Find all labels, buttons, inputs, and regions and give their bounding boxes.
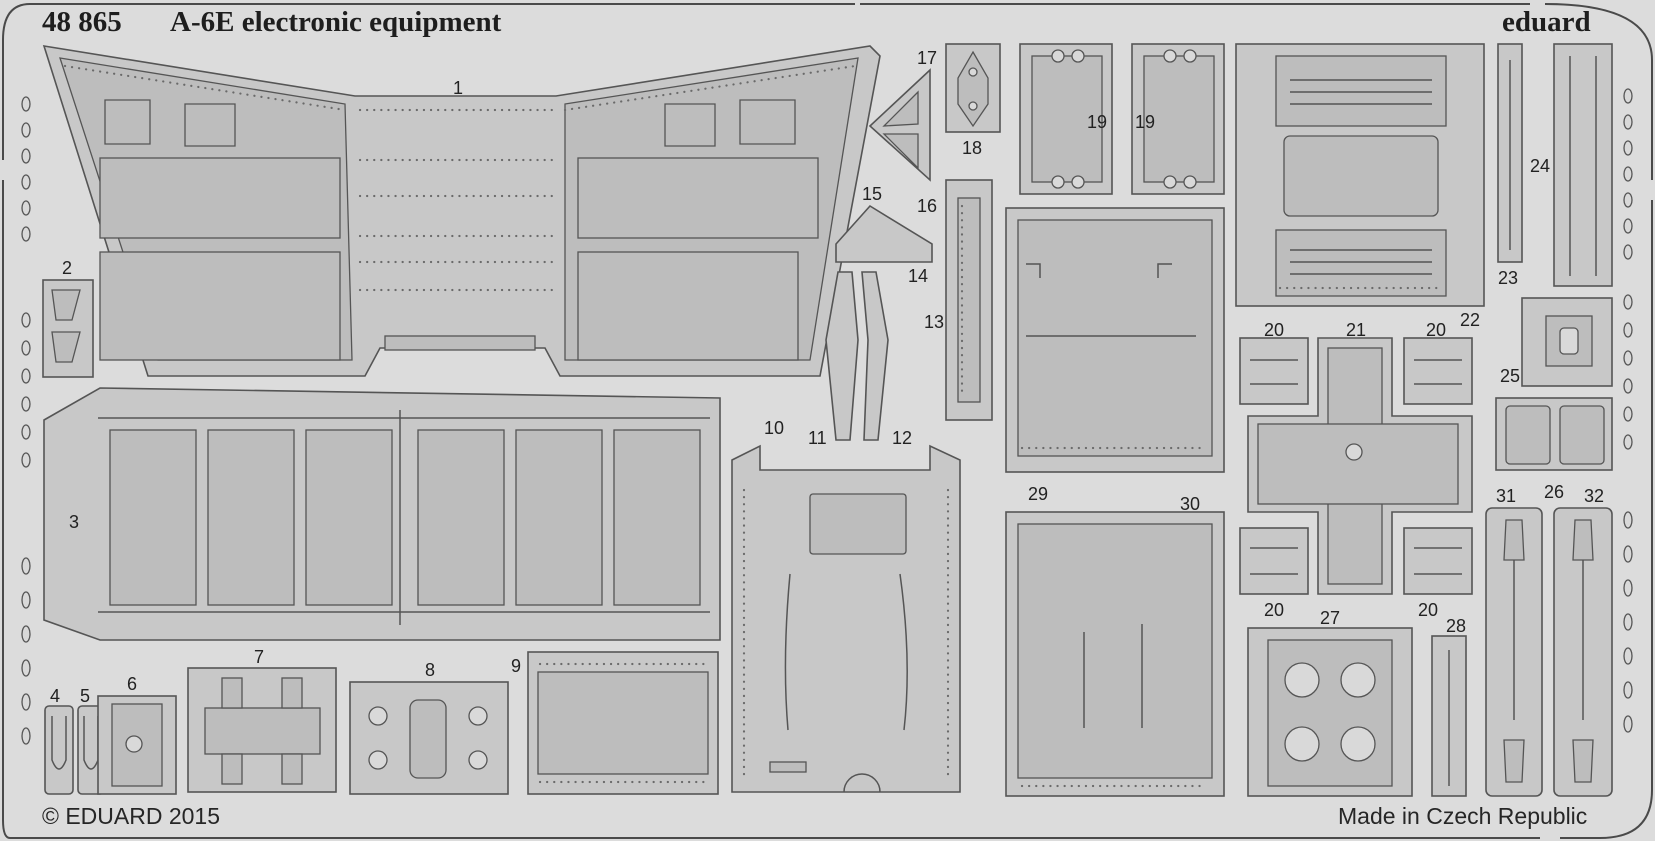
part-31 <box>1485 507 1543 797</box>
part-19-right <box>1131 43 1225 195</box>
label-22: 22 <box>1460 310 1480 330</box>
label-11: 11 <box>808 428 827 448</box>
part-3-long-box <box>43 387 721 641</box>
label-20a: 20 <box>1264 320 1284 340</box>
part-28 <box>1431 635 1467 797</box>
origin-text: Made in Czech Republic <box>1338 803 1588 829</box>
label-3: 3 <box>69 512 79 532</box>
part-2 <box>42 279 94 378</box>
label-24: 24 <box>1530 156 1550 176</box>
part-4 <box>44 705 74 795</box>
label-20d: 20 <box>1418 600 1438 620</box>
label-1: 1 <box>453 78 463 98</box>
label-4: 4 <box>50 686 60 706</box>
part-30 <box>1005 511 1225 797</box>
label-13: 13 <box>924 312 944 332</box>
part-20-upper-left <box>1239 337 1309 405</box>
sheet-title: A-6E electronic equipment <box>170 6 502 38</box>
label-23: 23 <box>1498 268 1518 288</box>
label-8: 8 <box>425 660 435 680</box>
label-18: 18 <box>962 138 982 158</box>
label-32: 32 <box>1584 486 1604 506</box>
label-27: 27 <box>1320 608 1340 628</box>
part-number-labels: 1 2 3 4 5 6 7 8 9 10 11 12 13 14 15 16 1… <box>50 48 1604 706</box>
label-12: 12 <box>892 428 912 448</box>
brand-logo: eduard <box>1502 6 1591 38</box>
left-edge-gates <box>21 96 31 745</box>
part-24 <box>1553 43 1613 287</box>
label-28: 28 <box>1446 616 1466 636</box>
part-20-lower-right <box>1403 527 1473 595</box>
part-25 <box>1521 297 1613 387</box>
part-20-lower-left <box>1239 527 1309 595</box>
right-edge-gates <box>1623 88 1633 733</box>
label-19a: 19 <box>1087 112 1107 132</box>
label-19b: 19 <box>1135 112 1155 132</box>
label-31: 31 <box>1496 486 1516 506</box>
part-9 <box>527 651 719 795</box>
label-25: 25 <box>1500 366 1520 386</box>
label-26: 26 <box>1544 482 1564 502</box>
part-29 <box>1005 207 1225 473</box>
part-20-upper-right <box>1403 337 1473 405</box>
part-8 <box>349 681 509 795</box>
label-21: 21 <box>1346 320 1366 340</box>
part-11 <box>825 271 859 441</box>
part-23 <box>1497 43 1523 263</box>
label-5: 5 <box>80 686 90 706</box>
label-2: 2 <box>62 258 72 278</box>
part-13 <box>945 179 993 421</box>
fret-frame <box>1 3 1653 839</box>
part-17 <box>868 68 931 182</box>
copyright-text: © EDUARD 2015 <box>42 803 221 829</box>
part-15 <box>835 204 933 263</box>
label-20b: 20 <box>1426 320 1446 340</box>
label-17: 17 <box>917 48 937 68</box>
label-16: 16 <box>917 196 937 216</box>
label-7: 7 <box>254 647 264 667</box>
label-15: 15 <box>862 184 882 204</box>
part-12 <box>861 271 889 441</box>
part-26 <box>1495 397 1613 471</box>
product-code: 48 865 <box>42 6 122 38</box>
label-10: 10 <box>764 418 784 438</box>
part-32 <box>1553 507 1613 797</box>
part-1-main-panel <box>42 45 881 377</box>
part-21-cross <box>1247 337 1473 595</box>
part-7 <box>187 667 337 793</box>
part-6 <box>97 695 177 795</box>
part-19-left <box>1019 43 1113 195</box>
part-27 <box>1247 627 1413 797</box>
label-9: 9 <box>511 656 521 676</box>
label-6: 6 <box>127 674 137 694</box>
label-30: 30 <box>1180 494 1200 514</box>
label-20c: 20 <box>1264 600 1284 620</box>
label-29: 29 <box>1028 484 1048 504</box>
part-22 <box>1235 43 1485 307</box>
label-14: 14 <box>908 266 928 286</box>
part-10-floor-panel <box>731 444 961 793</box>
part-18 <box>945 43 1001 133</box>
